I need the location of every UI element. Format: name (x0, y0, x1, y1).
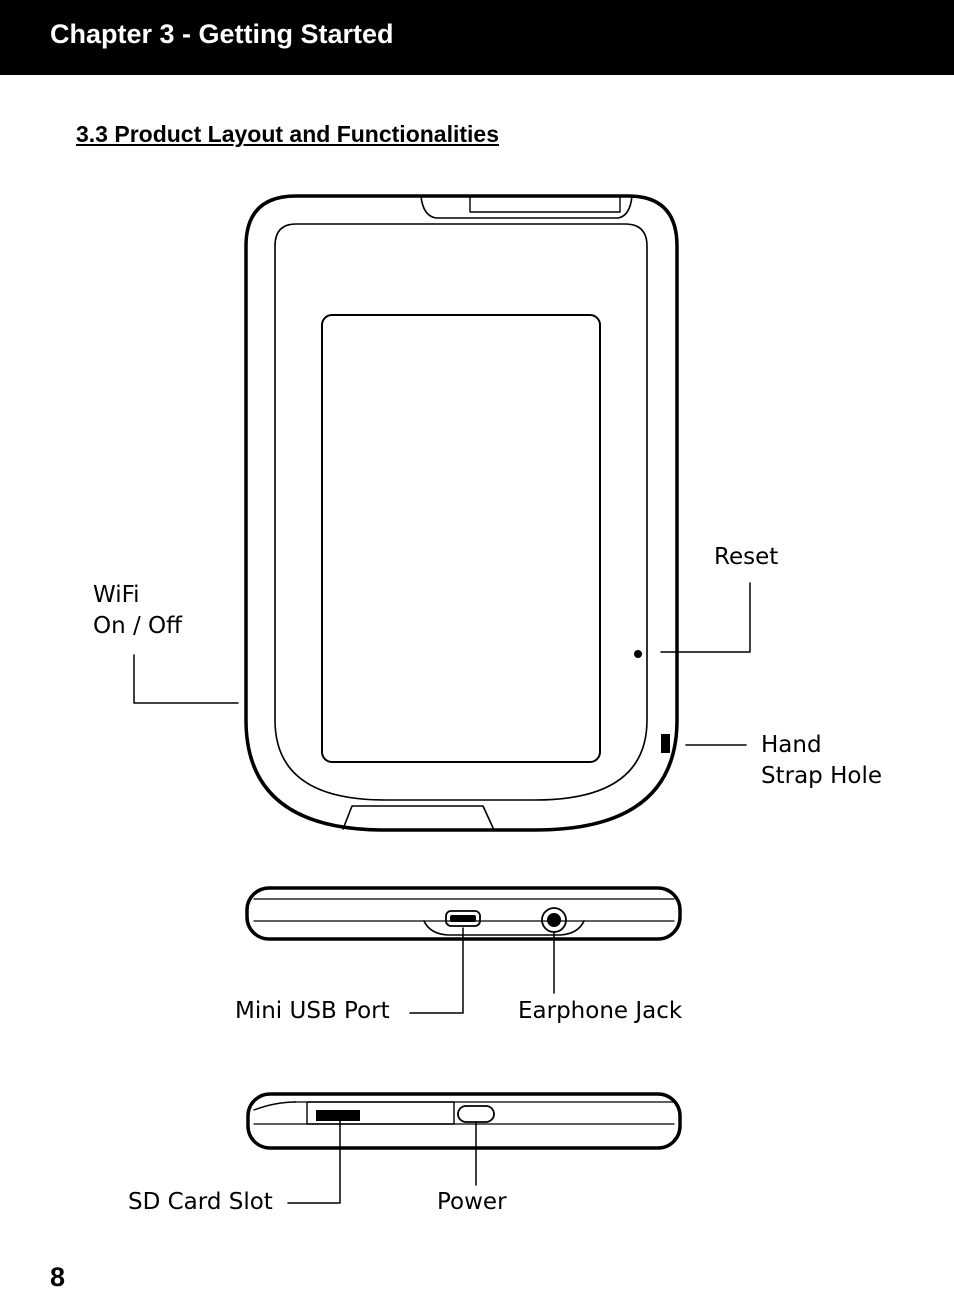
earphone-jack-inner (547, 913, 561, 927)
header-bar: Chapter 3 - Getting Started (0, 0, 954, 75)
mini-usb-port-shape (445, 910, 481, 927)
sd-card-slot-shape (306, 1101, 455, 1125)
top-latch-inner (469, 195, 621, 213)
device-inner-bezel (274, 223, 648, 801)
wifi-label-line2: On / Off (93, 613, 183, 639)
page-number: 8 (50, 1262, 66, 1292)
reset-hole (634, 650, 642, 658)
device-screen (321, 314, 601, 763)
reset-label: Reset (714, 544, 779, 570)
reset-leader-line (660, 582, 751, 653)
wifi-label-line1: WiFi (93, 582, 140, 608)
hand-strap-label-line2: Strap Hole (761, 763, 882, 789)
side-view-edge (253, 1101, 297, 1111)
hand-strap-label-line1: Hand (761, 732, 822, 758)
hand-strap-label: Hand Strap Hole (761, 730, 882, 792)
top-latch (420, 195, 633, 219)
device-front-view (244, 194, 679, 832)
mini-usb-label: Mini USB Port (235, 998, 390, 1024)
earphone-label: Earphone Jack (518, 998, 683, 1024)
side-view-body (246, 1092, 682, 1150)
device-side-view (246, 1092, 682, 1150)
power-label: Power (437, 1189, 507, 1215)
wifi-leader-line (133, 654, 239, 704)
sd-card-slot-opening (316, 1110, 360, 1121)
bottom-view-port-bump (423, 920, 585, 936)
sd-card-leader-line (287, 1119, 341, 1204)
mini-usb-port-inner (450, 915, 476, 922)
mini-usb-leader-line (409, 927, 464, 1014)
chapter-title: Chapter 3 - Getting Started (50, 19, 394, 49)
power-button-shape (457, 1105, 495, 1123)
device-outer-body (244, 194, 679, 832)
sd-card-label: SD Card Slot (128, 1189, 273, 1215)
bottom-tab (342, 805, 495, 831)
hand-strap-hole (661, 734, 670, 753)
section-title: 3.3 Product Layout and Functionalities (76, 121, 499, 147)
wifi-label: WiFi On / Off (93, 580, 182, 642)
